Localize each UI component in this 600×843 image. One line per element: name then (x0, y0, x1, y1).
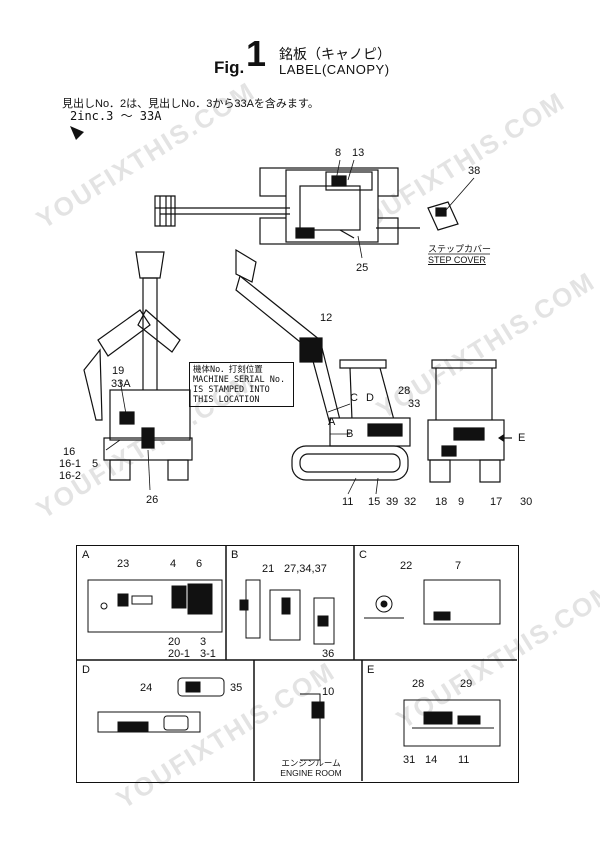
figure-number: 1 (246, 33, 267, 74)
callout-33A: 33A (111, 378, 131, 390)
panel-a-20: 20 (168, 636, 181, 648)
engine-room-en: ENGINE ROOM (280, 768, 342, 778)
panel-b-27: 27,34,37 (284, 563, 327, 575)
callout-13: 13 (352, 147, 365, 159)
panel-a-3-1: 3-1 (200, 648, 216, 660)
rear-view (427, 359, 512, 483)
detail-panels (76, 545, 519, 783)
panel-c-22: 22 (400, 560, 413, 572)
panel-e-14: 14 (425, 754, 438, 766)
callout-28: 28 (398, 385, 411, 397)
side-view (235, 248, 411, 495)
panel-b-drawing (239, 579, 335, 645)
callout-16-2: 16-2 (59, 470, 82, 482)
step-cover-view (427, 177, 490, 255)
serial-line-3: IS STAMPED INTO (193, 385, 270, 395)
panel-e-29: 29 (460, 678, 473, 690)
callout-D: D (366, 392, 374, 404)
panel-a-4: 4 (170, 558, 177, 570)
engine-room-drawing (300, 693, 325, 761)
callout-5: 5 (92, 458, 99, 470)
note-jp: 見出しNo．2は、見出しNo．3から33Aを含みます。 (62, 98, 319, 110)
figure-title-en: LABEL(CANOPY) (279, 62, 390, 77)
serial-location-box: 機体No．打刻位置 MACHINE SERIAL No. IS STAMPED … (189, 362, 294, 407)
panel-a-tag: A (82, 549, 90, 561)
step-cover-jp: ステップカバー (428, 244, 492, 254)
callout-19: 19 (112, 365, 125, 377)
note-en: 2inc.3 ～ 33A (70, 109, 162, 123)
panel-b-tag: B (231, 549, 239, 561)
detail-panel-grid (76, 546, 517, 781)
panel-e-drawing (403, 699, 501, 747)
panel-a-20-1: 20-1 (168, 648, 191, 660)
panel-e-31: 31 (403, 754, 416, 766)
callout-17: 17 (490, 496, 503, 508)
callout-30: 30 (520, 496, 533, 508)
front-view (83, 251, 193, 491)
callout-16: 16 (63, 446, 76, 458)
callout-18: 18 (435, 496, 448, 508)
callout-E: E (518, 432, 526, 444)
serial-line-2: MACHINE SERIAL No. (193, 375, 286, 385)
panel-c-tag: C (359, 549, 367, 561)
panel-b-21: 21 (262, 563, 275, 575)
panel-a-23: 23 (117, 558, 130, 570)
top-view (154, 159, 420, 259)
callout-A: A (328, 416, 336, 428)
callout-33: 33 (408, 398, 421, 410)
callout-25: 25 (356, 262, 369, 274)
callout-9: 9 (458, 496, 465, 508)
callout-11: 11 (342, 496, 354, 508)
panel-d-24: 24 (140, 682, 153, 694)
callout-8: 8 (335, 147, 342, 159)
callout-C: C (350, 392, 358, 404)
figure-title-jp: 銘板（キャノピ） (279, 46, 391, 62)
panel-a-3: 3 (200, 636, 207, 648)
panel-e-tag: E (367, 664, 375, 676)
callout-39: 39 (386, 496, 399, 508)
panel-d-tag: D (82, 664, 90, 676)
panel-a-6: 6 (196, 558, 203, 570)
panel-d-35: 35 (230, 682, 243, 694)
engine-room-jp: エンジンルーム (281, 758, 341, 768)
callout-12: 12 (320, 312, 333, 324)
panel-b-36: 36 (322, 648, 335, 660)
engine-room-10: 10 (322, 686, 335, 698)
note-arrow-icon (70, 126, 84, 140)
figure-prefix: Fig. (214, 58, 245, 77)
panel-e-11: 11 (458, 754, 470, 766)
callout-15: 15 (368, 496, 381, 508)
panel-c-7: 7 (455, 560, 462, 572)
callout-26: 26 (146, 494, 159, 506)
panel-e-28: 28 (412, 678, 425, 690)
panel-a-drawing (87, 579, 223, 633)
serial-line-4: THIS LOCATION (193, 395, 260, 405)
callout-B: B (346, 428, 354, 440)
serial-line-jp: 機体No．打刻位置 (193, 365, 263, 375)
callout-32: 32 (404, 496, 417, 508)
panel-d-drawing (97, 677, 225, 733)
callout-38: 38 (468, 165, 481, 177)
step-cover-en: STEP COVER (428, 255, 486, 265)
callout-16-1: 16-1 (59, 458, 82, 470)
panel-c-drawing (364, 579, 501, 625)
step-cover-label: ステップカバー STEP COVER (428, 244, 491, 266)
engine-room-label: エンジンルーム ENGINE ROOM (276, 758, 346, 778)
